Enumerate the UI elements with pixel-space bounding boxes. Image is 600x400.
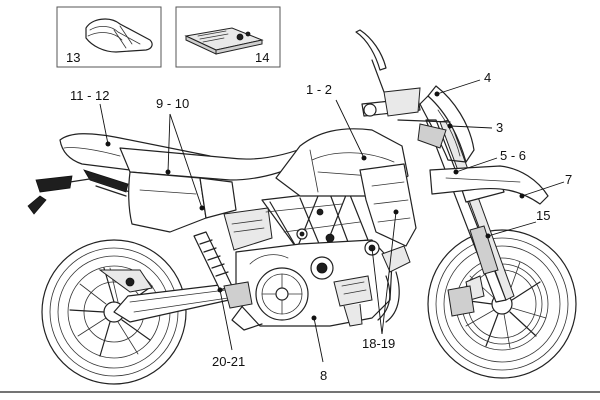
- engine: [231, 239, 393, 331]
- rear-shock: [193, 207, 273, 291]
- callout-label-20-21: 20-21: [212, 354, 245, 369]
- callout-label-9-10: 9 - 10: [156, 96, 189, 111]
- callout-label-5-6: 5 - 6: [500, 148, 526, 163]
- front-wheel: [427, 229, 577, 379]
- callout-label-18-19: 18-19: [362, 336, 395, 351]
- callout-label-3: 3: [496, 120, 503, 135]
- front-fork: [425, 119, 515, 303]
- tool-bag-icon: [85, 18, 153, 53]
- callout-label-14: 14: [255, 50, 269, 65]
- handlebar-assembly: [355, 29, 451, 149]
- inset-box-manual: 14: [175, 6, 281, 68]
- swingarm: [113, 283, 239, 323]
- front-fender: [429, 165, 549, 205]
- owner-manual-icon: [184, 27, 264, 55]
- brake-components: [223, 281, 475, 317]
- callout-label-7: 7: [565, 172, 572, 187]
- seat-and-side-panel: [119, 143, 319, 233]
- callout-label-13: 13: [66, 50, 80, 65]
- exhaust: [377, 245, 411, 323]
- inset-box-tool-kit: 13: [56, 6, 162, 68]
- callout-label-15: 15: [536, 208, 550, 223]
- callout-leaders: [99, 79, 565, 363]
- callout-label-4: 4: [484, 70, 491, 85]
- callout-label-8: 8: [320, 368, 327, 383]
- callout-label-1-2: 1 - 2: [306, 82, 332, 97]
- radiator-shroud: [359, 163, 417, 247]
- callout-label-11-12: 11 - 12: [70, 88, 110, 103]
